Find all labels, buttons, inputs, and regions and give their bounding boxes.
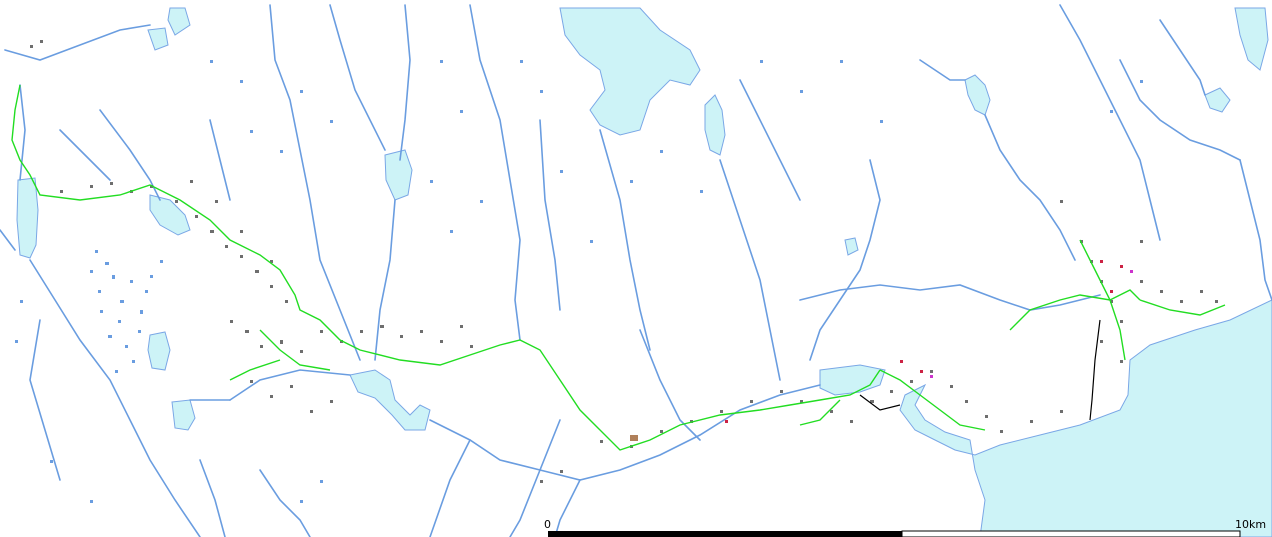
- ponds: [15, 60, 1143, 503]
- road-south: [799, 399, 841, 426]
- lake-right-small: [1204, 87, 1231, 113]
- scale-bar-start-label: 0: [544, 518, 551, 531]
- roads: [11, 84, 1226, 451]
- road-east-loop: [879, 369, 986, 431]
- lake-left-strip: [16, 177, 39, 259]
- lake-top-right: [1234, 7, 1269, 71]
- sea: [899, 299, 1272, 537]
- lake-east-center: [819, 364, 886, 396]
- lake-small-1: [844, 237, 859, 256]
- scale-bar: [548, 530, 1241, 537]
- road-ne: [1079, 239, 1126, 361]
- road-east-north: [1009, 289, 1141, 331]
- lake-north-center: [559, 7, 701, 136]
- lake-left-top-2: [147, 27, 169, 51]
- road-ne-branch: [1139, 299, 1226, 316]
- rivers: [0, 4, 1272, 537]
- road-west-spur: [259, 329, 331, 371]
- lake-mid-left: [149, 194, 191, 236]
- accent-features: [630, 260, 1133, 441]
- railway: [859, 319, 1101, 421]
- lake-pond-west: [147, 331, 171, 371]
- lake-north-center-2: [704, 94, 726, 156]
- lake-middle-north: [384, 149, 413, 201]
- lake-river-mid: [349, 369, 431, 431]
- road-main: [11, 84, 881, 451]
- lake-ne-bay: [964, 74, 991, 116]
- lake-left-top: [167, 7, 191, 36]
- water-bodies: [16, 7, 1272, 537]
- scale-bar-end-label: 10km: [1235, 518, 1267, 531]
- road-spur-2: [229, 359, 281, 381]
- lake-south-west: [171, 399, 196, 431]
